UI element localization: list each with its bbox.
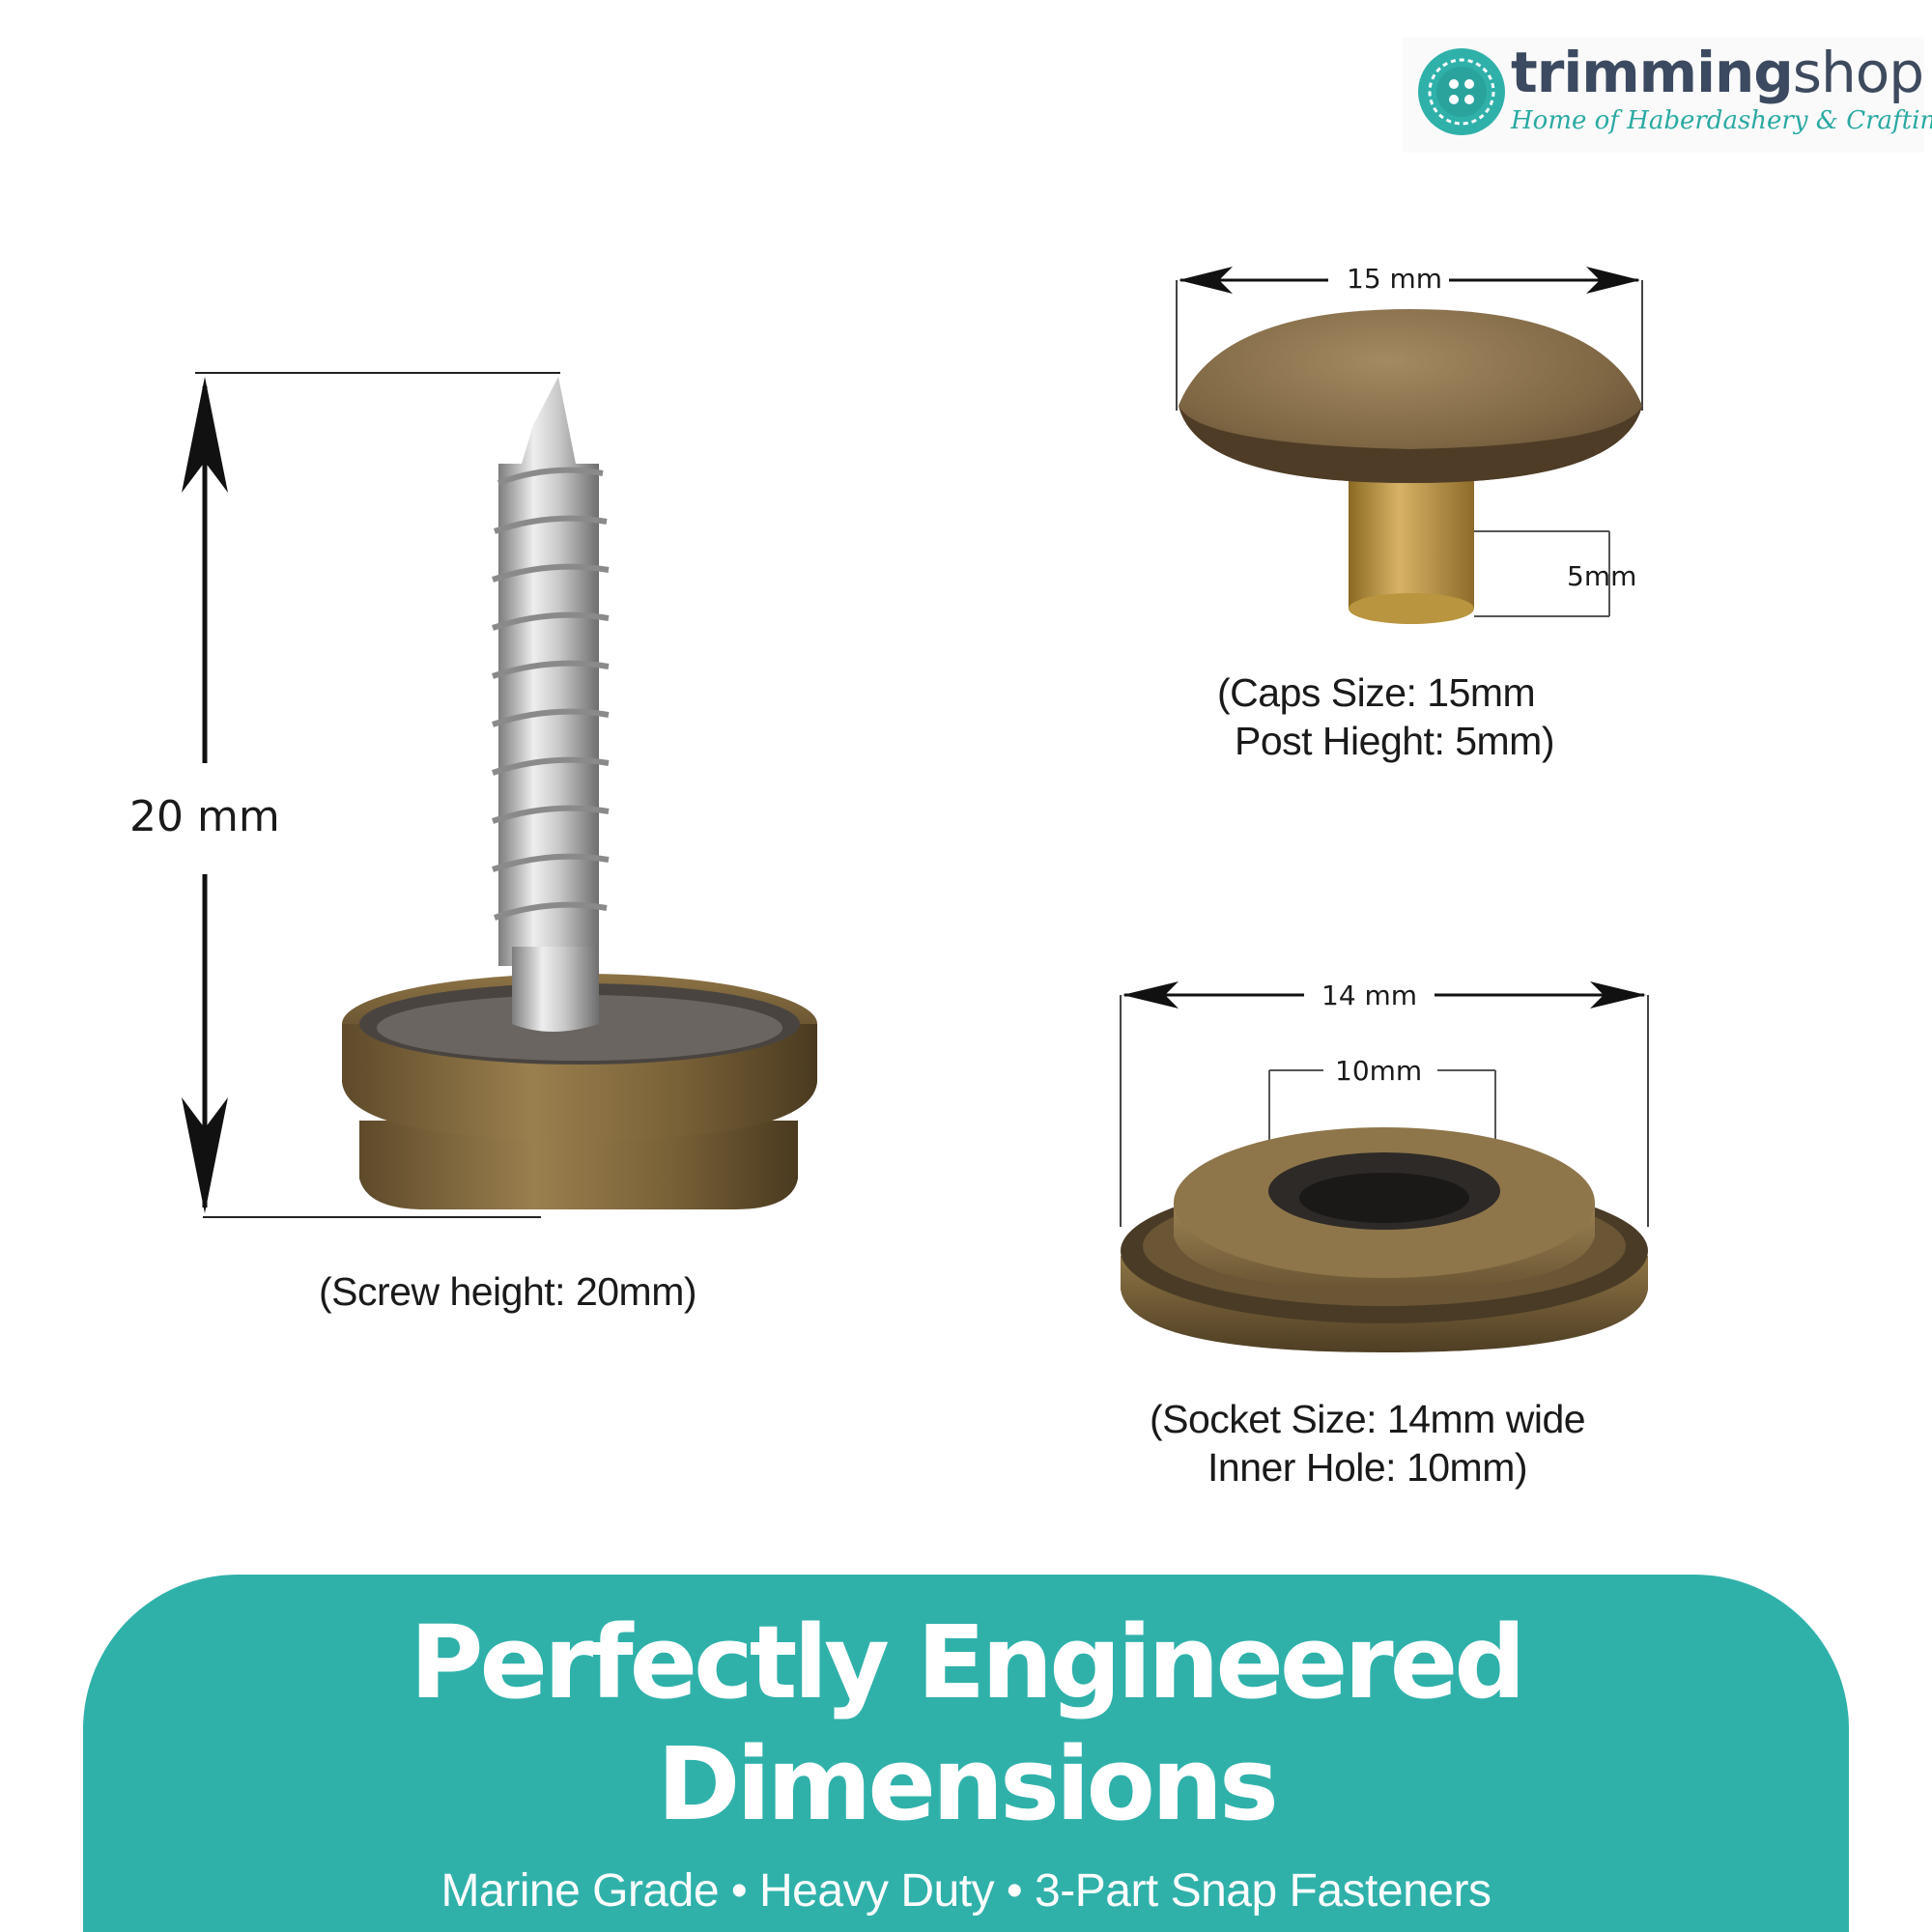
socket-caption-line2: Inner Hole: 10mm) [1208, 1445, 1528, 1490]
socket-caption-line1: (Socket Size: 14mm wide [1150, 1397, 1586, 1441]
cap-post-label: 5mm [1567, 560, 1637, 592]
cap-width-label: 15 mm [1347, 263, 1443, 295]
headline-line-2: Dimensions [657, 1725, 1279, 1843]
cap-illustration [1176, 267, 1643, 624]
brand-name-light: shop [1792, 40, 1924, 105]
cap-caption-line2: Post Hieght: 5mm) [1235, 719, 1555, 763]
screw-base [342, 947, 817, 1209]
socket-hole-label: 10mm [1335, 1055, 1423, 1087]
cap-caption-line1: (Caps Size: 15mm [1217, 670, 1536, 715]
button-icon [1418, 48, 1505, 135]
headline-banner: Perfectly Engineered Dimensions Marine G… [83, 1575, 1849, 1932]
screw-height-label: 20 mm [129, 792, 280, 841]
socket-width-label: 14 mm [1321, 980, 1418, 1011]
headline-line-1: Perfectly Engineered [410, 1604, 1525, 1721]
screw-illustration [182, 372, 817, 1218]
brand-logo: trimmingshop Home of Haberdashery & Craf… [1403, 37, 1932, 153]
banner-headline: Perfectly Engineered Dimensions [83, 1602, 1849, 1845]
banner-subline: Marine Grade • Heavy Duty • 3-Part Snap … [440, 1865, 1492, 1917]
socket-illustration [1120, 981, 1649, 1352]
screw-caption: (Screw height: 20mm) [319, 1269, 697, 1314]
brand-name-bold: trimming [1511, 40, 1794, 105]
brand-wordmark: trimmingshop [1511, 44, 1924, 100]
brand-tagline: Home of Haberdashery & Crafting [1511, 106, 1932, 135]
screw-thread [492, 377, 610, 966]
